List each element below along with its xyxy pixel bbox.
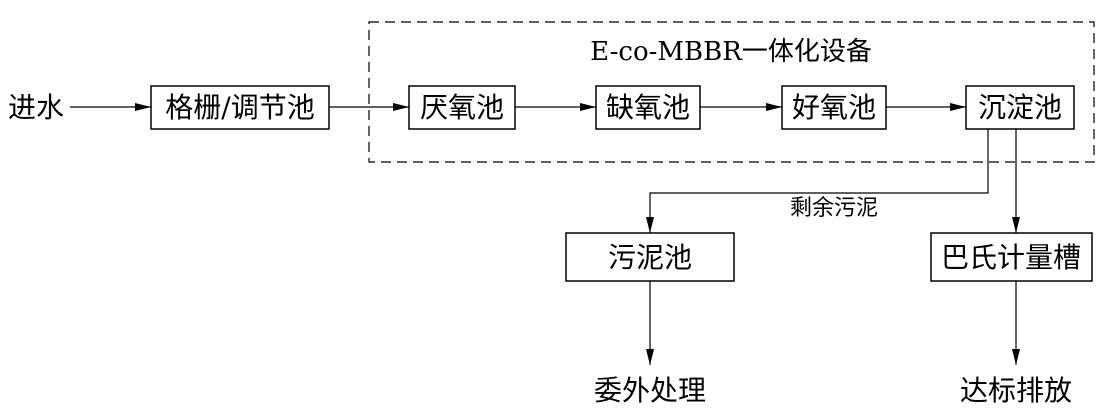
anaerobic-label: 厌氧池: [420, 91, 504, 124]
anaerobic-box: [408, 85, 516, 130]
anoxic-label: 缺氧池: [606, 91, 690, 124]
parshall-flume-label: 巴氏计量槽: [941, 241, 1081, 274]
discharge-label: 达标排放: [960, 374, 1072, 407]
parshall-flume-box: [930, 232, 1093, 282]
aerobic-label: 好氧池: [792, 91, 876, 124]
inlet-label: 进水: [8, 91, 64, 124]
sedimentation-box: [965, 85, 1075, 130]
anoxic-box: [595, 85, 701, 130]
sludge-tank-box: [565, 232, 735, 282]
outsource-label: 委外处理: [594, 374, 706, 407]
screen-tank-label: 格栅/调节池: [165, 91, 314, 124]
arrow-sedimentation-to-sludge-tank: [646, 129, 989, 233]
excess-sludge-label: 剩余污泥: [790, 196, 878, 221]
equipment-group-title: E-co-MBBR一体化设备: [590, 37, 872, 67]
sedimentation-label: 沉淀池: [978, 91, 1062, 124]
screen-tank-box: [150, 85, 330, 130]
sludge-tank-label: 污泥池: [608, 241, 692, 274]
